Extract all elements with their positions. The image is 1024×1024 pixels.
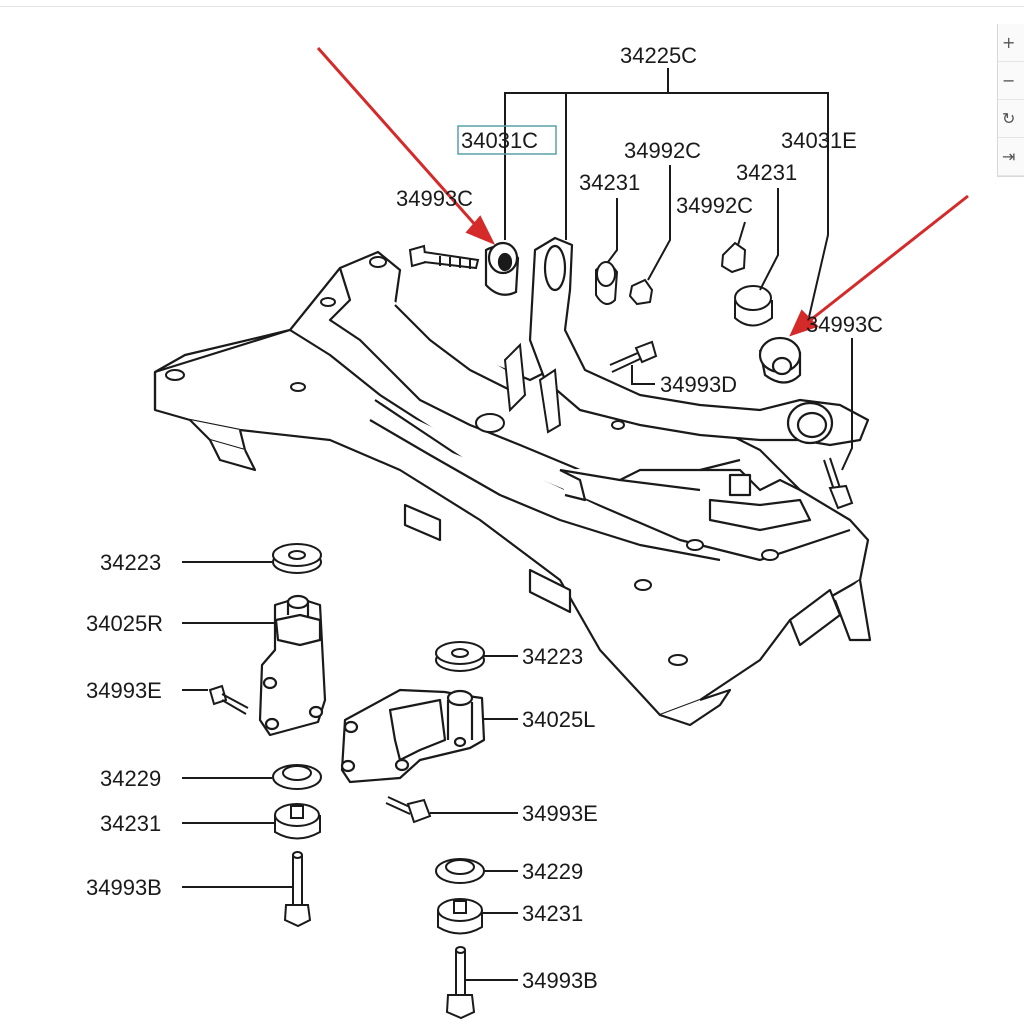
mount-34025r (258, 594, 327, 737)
label-34225c: 34225C (620, 43, 697, 68)
bolt-34993c-right (823, 457, 854, 510)
subframe-holes (165, 256, 779, 666)
label-34231-right2: 34231 (522, 901, 583, 926)
label-34993e-right: 34993E (522, 801, 598, 826)
zoom-out-icon[interactable]: − (998, 62, 1024, 100)
collar-34231-mid (595, 261, 619, 305)
subframe-brackets (503, 342, 562, 434)
label-34025l: 34025L (522, 707, 595, 732)
label-34231-left: 34231 (100, 811, 161, 836)
mount-34025l (340, 688, 486, 784)
trailing-arm (528, 236, 870, 447)
bushing-34031c (484, 241, 520, 296)
label-34229-left: 34229 (100, 766, 161, 791)
bolt-34993c-left (408, 244, 480, 270)
label-34993d: 34993D (660, 372, 737, 397)
bolt-34993b-left (283, 851, 312, 928)
zoom-in-icon[interactable]: + (998, 24, 1024, 62)
arrow-right-head (789, 309, 819, 337)
bolt-34993e-right (385, 796, 432, 824)
bolt-34993d (609, 340, 658, 373)
arrow-left-head (465, 215, 496, 245)
nut-34992c-mid (628, 278, 654, 306)
label-34231-right: 34231 (736, 160, 797, 185)
part-labels: 34225C 34031C 34992C 34031E 34993C 34231… (86, 43, 883, 993)
collar-34231-right2 (437, 898, 483, 935)
arrow-left-line (316, 47, 480, 229)
label-34231-mid: 34231 (579, 170, 640, 195)
bushing-34031e (758, 336, 802, 384)
label-34993e-left: 34993E (86, 678, 162, 703)
label-34993b-right: 34993B (522, 968, 598, 993)
label-34992c-top: 34992C (624, 138, 701, 163)
leader-lines (182, 68, 853, 981)
expand-icon[interactable]: ⇥ (998, 138, 1024, 176)
label-34031e: 34031E (781, 128, 857, 153)
nut-34992c-right (720, 241, 747, 274)
bushing-34229-left (272, 764, 322, 790)
viewer-toolbar: + − ↻ ⇥ (997, 24, 1024, 177)
label-34229-right: 34229 (522, 859, 583, 884)
bushing-34229-right (435, 858, 485, 884)
washer-34223-right (435, 641, 485, 672)
collar-34231-left (274, 803, 321, 840)
label-34993b-left: 34993B (86, 875, 162, 900)
label-34223-right: 34223 (522, 644, 583, 669)
collar-34231-right (734, 285, 773, 327)
top-divider (0, 6, 1024, 7)
washer-34223-left (272, 543, 322, 574)
rear-subframe (153, 250, 872, 727)
bolt-34993e-left (208, 684, 249, 715)
label-34992c-mid: 34992C (676, 193, 753, 218)
label-34993c-right: 34993C (806, 312, 883, 337)
label-34031c: 34031C (461, 128, 538, 153)
label-34993c-left: 34993C (396, 186, 473, 211)
bolt-34993b-right (445, 946, 476, 1020)
arrow-right-line (807, 194, 969, 324)
label-34223-left: 34223 (100, 550, 161, 575)
selected-label-box (457, 125, 557, 155)
rotate-icon[interactable]: ↻ (998, 100, 1024, 138)
highlight-arrows (316, 47, 969, 337)
label-34025r: 34025R (86, 611, 163, 636)
